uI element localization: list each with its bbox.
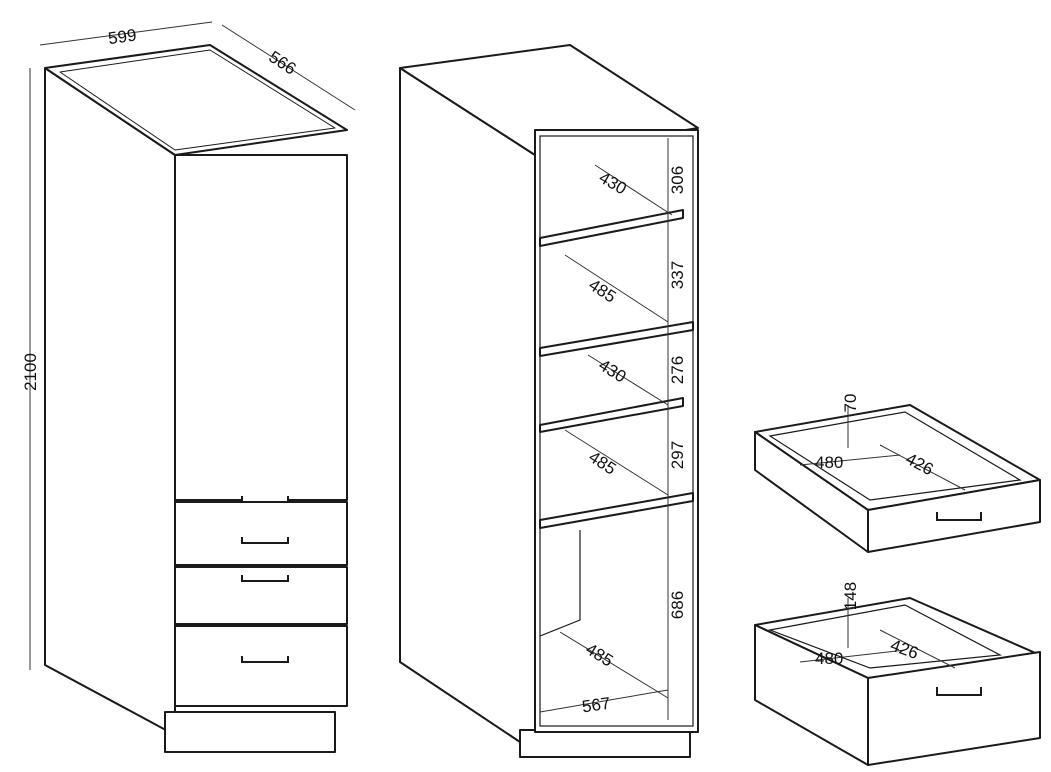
drawer-width-label: 480: [815, 649, 843, 668]
drawer-height-label: 70: [841, 394, 860, 413]
dimension-line: [564, 254, 669, 323]
handle-icon: [241, 537, 289, 544]
shelf-1: [539, 209, 684, 247]
drawer-inner: [768, 411, 1022, 501]
drawer-lower: 148 480 426: [754, 582, 1041, 766]
bottom-width-label: 567: [581, 694, 612, 717]
shelf-4: [539, 492, 694, 529]
dimension-height-label: 2100: [21, 353, 40, 391]
compartment-height-label: 306: [668, 166, 687, 194]
plinth: [164, 711, 336, 753]
open-cabinet: 430 485 430 485 485 567 306 337 276 297 …: [399, 44, 699, 758]
drawer-front-3: [174, 625, 348, 707]
dimension-line: [539, 689, 669, 713]
cabinet-top-panel: [399, 44, 699, 156]
dimension-line: [564, 429, 669, 496]
drawer-front-1: [174, 501, 348, 566]
dimension-line: [587, 354, 669, 406]
cabinet-top-inner: [59, 49, 336, 151]
handle-icon: [241, 656, 289, 663]
handle-icon: [241, 575, 289, 582]
oven-niche-back: [539, 530, 581, 637]
handle-icon: [936, 687, 982, 696]
dimension-line-depth: [221, 24, 356, 111]
cabinet-side-panel: [399, 67, 536, 753]
drawer-inner: [767, 604, 1003, 669]
drawer-width-label: 480: [815, 453, 843, 472]
drawer-front: [867, 651, 1041, 766]
handle-icon: [936, 512, 982, 521]
cabinet-side-panel: [44, 67, 176, 736]
handle-icon: [241, 496, 289, 503]
dimension-line: [799, 454, 901, 466]
dimension-line-width: [39, 21, 213, 46]
dimension-width-label: 599: [107, 26, 138, 49]
dimension-depth-label: 566: [265, 47, 299, 78]
compartment-height-label: 686: [668, 591, 687, 619]
dimension-line: [879, 444, 966, 491]
compartment-height-label: 297: [668, 441, 687, 469]
compartment-height-label: 337: [668, 261, 687, 289]
door: [174, 154, 348, 501]
plinth: [519, 729, 691, 758]
drawer-height-label: 148: [841, 582, 860, 610]
dimension-line: [879, 629, 956, 669]
compartment-height-label: 276: [668, 356, 687, 384]
dimension-line: [559, 631, 669, 699]
shelf-2: [539, 321, 694, 357]
dimension-line: [799, 649, 906, 663]
dimension-line: [594, 164, 673, 216]
closed-cabinet: 599 566 2100: [21, 21, 356, 753]
drawer-upper: 70 480 426: [754, 394, 1041, 553]
shelf-3: [539, 397, 684, 433]
